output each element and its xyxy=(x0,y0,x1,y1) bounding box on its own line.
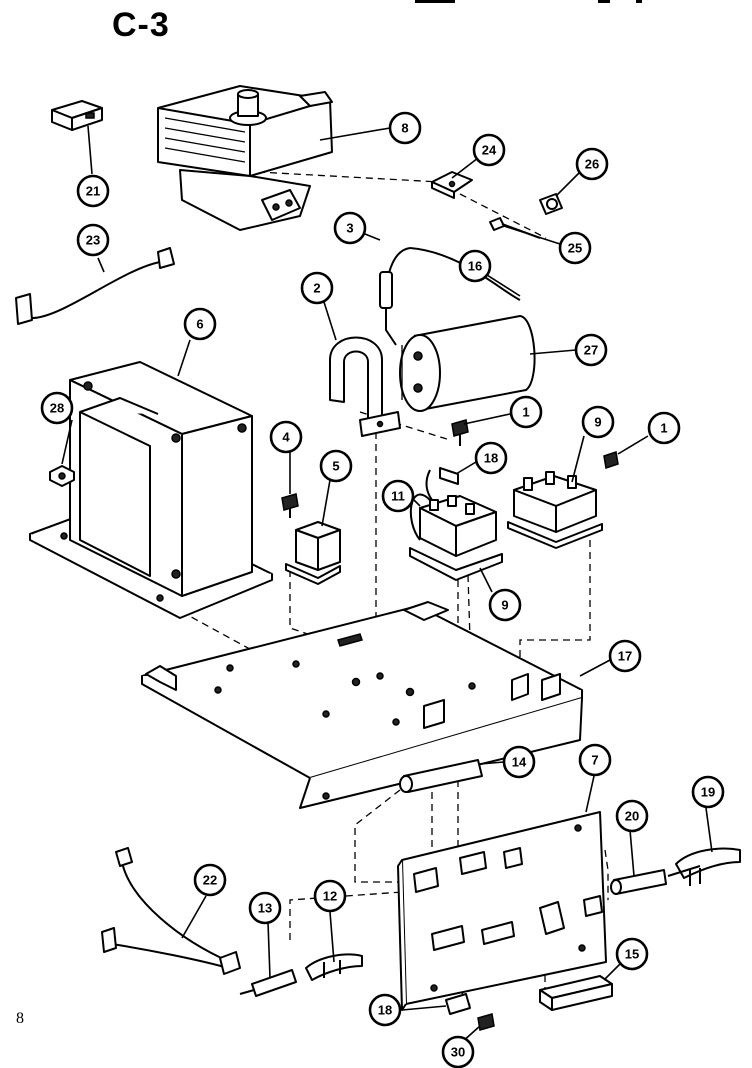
callout-19: 19 xyxy=(691,775,725,809)
callout-21: 21 xyxy=(76,174,110,208)
part-11-relay xyxy=(409,493,503,581)
callout-3-label: 3 xyxy=(346,221,353,236)
callout-11-label: 11 xyxy=(391,489,405,504)
callout-7-label: 7 xyxy=(591,753,598,768)
part-6-hv-transformer xyxy=(29,361,273,619)
callout-12-label: 12 xyxy=(323,889,337,904)
part-15-block xyxy=(539,975,613,1011)
page-number: 8 xyxy=(16,1010,24,1027)
callout-16-label: 16 xyxy=(468,259,482,274)
callout-16: 16 xyxy=(458,249,492,283)
callout-24: 24 xyxy=(472,133,506,167)
callout-6-label: 6 xyxy=(196,317,203,332)
part-5-block xyxy=(285,521,341,585)
callout-1-relay: 1 xyxy=(647,411,681,445)
callout-20: 20 xyxy=(615,799,649,833)
part-9-relay-upper xyxy=(507,471,603,549)
part-30-screw xyxy=(477,1013,495,1031)
callout-15-label: 15 xyxy=(625,947,639,962)
part-4-screw xyxy=(281,493,299,518)
callout-14-label: 14 xyxy=(512,755,527,770)
callout-5-label: 5 xyxy=(332,459,339,474)
callout-5: 5 xyxy=(319,449,353,483)
top-edge-mark-left xyxy=(415,0,455,3)
callout-18-lower: 18 xyxy=(368,993,402,1027)
top-edge-mark-far-right xyxy=(636,0,642,3)
part-14-fuse xyxy=(399,759,483,793)
part-1-screw-relay xyxy=(603,451,619,469)
callout-15: 15 xyxy=(615,937,649,971)
part-7-pc-board xyxy=(397,811,607,1011)
part-24-bracket xyxy=(431,171,473,199)
callout-9-upper: 9 xyxy=(581,405,615,439)
callout-27: 27 xyxy=(574,333,608,367)
callout-20-label: 20 xyxy=(625,809,639,824)
callout-18-upper: 18 xyxy=(474,441,508,475)
part-26-screw xyxy=(539,193,563,215)
callout-13-label: 13 xyxy=(258,901,272,916)
part-18-clip-lower xyxy=(445,993,471,1015)
part-28-nut xyxy=(49,465,75,487)
callout-2-label: 2 xyxy=(313,281,320,296)
callout-8-label: 8 xyxy=(401,121,408,136)
callout-24-label: 24 xyxy=(482,143,497,158)
callout-17-label: 17 xyxy=(618,649,632,664)
part-19-fuse-holder xyxy=(667,847,741,886)
callout-25-label: 25 xyxy=(568,241,582,256)
callout-6: 6 xyxy=(183,307,217,341)
part-13-resistor xyxy=(239,969,297,997)
diagram-title: C-3 xyxy=(112,6,170,44)
callout-17: 17 xyxy=(608,639,642,673)
part-20-resistor xyxy=(610,869,667,895)
part-2-strap-bracket xyxy=(329,336,401,437)
callout-30: 30 xyxy=(441,1035,475,1068)
callout-7: 7 xyxy=(578,743,612,777)
part-23-lead-wire xyxy=(15,247,175,325)
callout-23-label: 23 xyxy=(86,233,100,248)
callout-11: 11 xyxy=(381,479,415,513)
callout-28: 28 xyxy=(40,391,74,425)
part-27-hv-capacitor xyxy=(399,315,536,412)
part-3-diode xyxy=(379,247,411,346)
part-8-magnetron xyxy=(157,85,333,231)
callout-18b-label: 18 xyxy=(378,1003,392,1018)
callout-28-label: 28 xyxy=(50,401,64,416)
callout-22: 22 xyxy=(193,863,227,897)
callout-26-label: 26 xyxy=(585,157,599,172)
callout-27-label: 27 xyxy=(584,343,598,358)
callout-30-label: 30 xyxy=(451,1045,465,1060)
callout-1a-label: 1 xyxy=(522,405,529,420)
callout-26: 26 xyxy=(575,147,609,181)
callout-1b-label: 1 xyxy=(660,421,667,436)
callout-12: 12 xyxy=(313,879,347,913)
callout-4: 4 xyxy=(269,420,303,454)
callout-9a-label: 9 xyxy=(594,415,601,430)
callout-21-label: 21 xyxy=(86,184,100,199)
callout-9-lower: 9 xyxy=(488,588,522,622)
callout-4-label: 4 xyxy=(282,430,290,445)
callout-22-label: 22 xyxy=(203,873,217,888)
callout-14: 14 xyxy=(502,745,536,779)
callout-19-label: 19 xyxy=(701,785,715,800)
part-22-wire-harness xyxy=(101,847,241,975)
part-17-base-plate xyxy=(141,601,583,809)
top-edge-mark-right xyxy=(598,0,610,3)
part-18-resistor-upper xyxy=(425,467,459,501)
callout-23: 23 xyxy=(76,223,110,257)
callout-13: 13 xyxy=(248,891,282,925)
callout-8: 8 xyxy=(388,111,422,145)
callout-3: 3 xyxy=(333,211,367,245)
part-12-fuse-holder xyxy=(305,953,363,981)
callout-18a-label: 18 xyxy=(484,451,498,466)
callout-1-capacitor: 1 xyxy=(509,395,543,429)
callout-25: 25 xyxy=(558,231,592,265)
callout-9b-label: 9 xyxy=(501,598,508,613)
part-21-connector xyxy=(51,100,103,131)
callout-2: 2 xyxy=(300,271,334,305)
